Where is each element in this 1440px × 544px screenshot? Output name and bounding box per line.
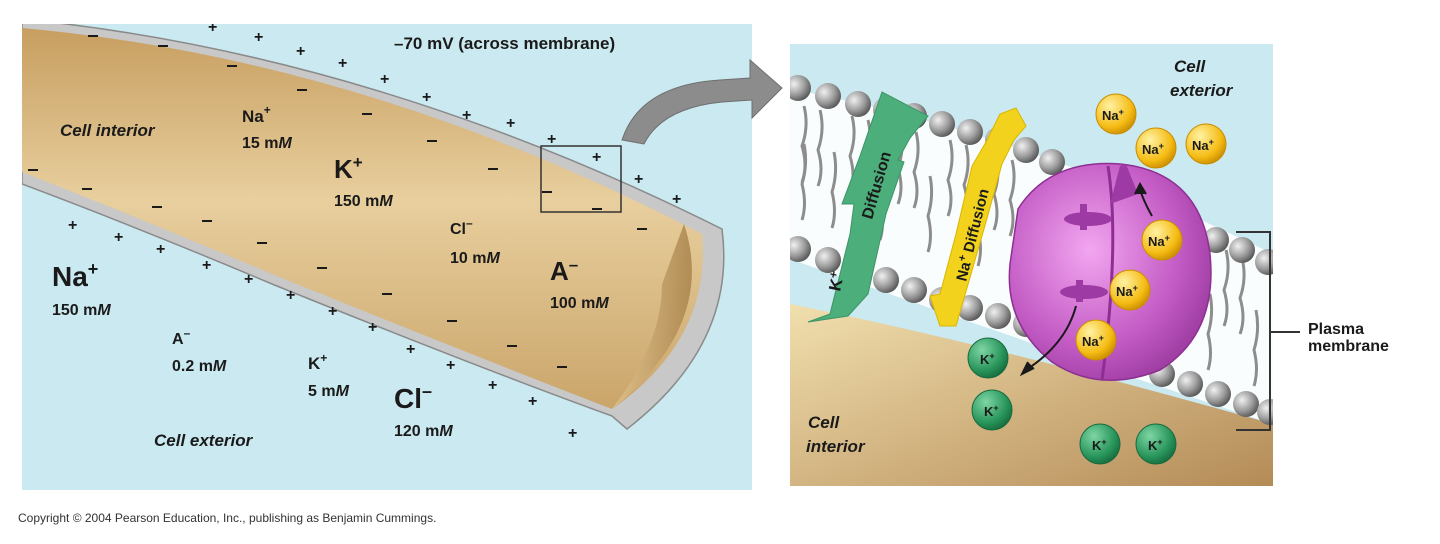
svg-text:+: + [488, 377, 497, 394]
plasma-membrane-label: Plasma membrane [1308, 321, 1389, 355]
svg-text:Cl–: Cl– [450, 216, 473, 238]
k-ion-4: K+ [1135, 423, 1177, 465]
svg-text:K+: K+ [334, 153, 363, 184]
axon-diagram: + + + + + + + + + + + + + + + + + + + + + + + + + –70 mV… [22, 24, 752, 490]
zoom-arrow [621, 58, 783, 145]
outside-cl: Cl– 120 mM [394, 381, 453, 440]
sodium-potassium-pump [1008, 162, 1212, 381]
svg-text:K+: K+ [823, 270, 848, 293]
cell-exterior-label-1: Cell [1174, 57, 1206, 76]
svg-text:+: + [634, 171, 643, 188]
pump-arrows [1019, 181, 1153, 377]
svg-text:K+: K+ [308, 351, 327, 373]
svg-text:0.2 mM: 0.2 mM [172, 358, 227, 375]
outside-a: A– 0.2 mM [172, 326, 227, 375]
svg-text:+: + [672, 191, 681, 208]
cell-exterior-label-2: exterior [1170, 81, 1234, 100]
svg-text:+: + [254, 29, 263, 46]
membrane-potential-label: –70 mV (across membrane) [394, 34, 615, 53]
svg-text:+: + [368, 319, 377, 336]
cell-interior-label-2: interior [806, 437, 866, 456]
na-ion-exterior-2: Na+ [1135, 127, 1177, 169]
na-ion-exterior-1: Na+ [1095, 93, 1137, 135]
svg-text:Cl–: Cl– [394, 381, 432, 414]
na-diffusion-arrow: Na+Diffusion [929, 107, 1027, 327]
svg-text:+: + [208, 24, 217, 36]
svg-text:+: + [446, 357, 455, 374]
svg-text:10 mM: 10 mM [450, 250, 500, 267]
svg-text:Na+: Na+ [242, 103, 271, 126]
plasma-membrane-bracket [1236, 231, 1300, 431]
svg-text:+: + [156, 241, 165, 258]
na-ion-bound-2: Na+ [1109, 269, 1151, 311]
svg-text:100 mM: 100 mM [550, 295, 609, 312]
svg-text:+: + [202, 257, 211, 274]
outside-na: Na+ 150 mM [52, 259, 111, 319]
k-ion-1: K+ [967, 337, 1009, 379]
svg-text:+: + [338, 55, 347, 72]
svg-text:5 mM: 5 mM [308, 383, 350, 400]
svg-text:+: + [296, 43, 305, 60]
svg-text:+: + [568, 425, 577, 442]
inside-k: K+ 150 mM [334, 153, 393, 210]
inside-cl: Cl– 10 mM [450, 216, 500, 267]
cell-interior-label-1: Cell [808, 413, 840, 432]
svg-text:150 mM: 150 mM [52, 302, 111, 319]
svg-text:150 mM: 150 mM [334, 193, 393, 210]
svg-text:Na+: Na+ [1192, 137, 1214, 153]
svg-text:K+: K+ [1092, 437, 1107, 453]
svg-text:120 mM: 120 mM [394, 423, 453, 440]
svg-text:+: + [406, 341, 415, 358]
svg-text:K+: K+ [1148, 437, 1163, 453]
k-ion-2: K+ [971, 389, 1013, 431]
svg-text:+: + [114, 229, 123, 246]
negative-charges [28, 35, 647, 368]
svg-text:+: + [462, 107, 471, 124]
positive-charges: + + + + + + + + + + + + + + + + + + + + + + + + + [68, 24, 681, 442]
svg-text:Na+: Na+ [1116, 283, 1138, 299]
svg-text:Na+: Na+ [1082, 333, 1104, 349]
svg-text:K+: K+ [980, 351, 995, 367]
svg-text:A–: A– [172, 326, 191, 348]
cell-interior-label: Cell interior [60, 121, 156, 140]
na-ion-bound-3: Na+ [1075, 319, 1117, 361]
axon-cut-end [612, 224, 692, 409]
svg-text:+: + [286, 287, 295, 304]
na-ion-exterior-3: Na+ [1185, 123, 1227, 165]
svg-text:+: + [244, 271, 253, 288]
svg-text:+: + [422, 89, 431, 106]
na-ion-bound-1: Na+ [1141, 219, 1183, 261]
svg-text:A–: A– [550, 255, 578, 286]
cell-exterior-label: Cell exterior [154, 431, 254, 450]
svg-text:Na+: Na+ [1148, 233, 1170, 249]
inside-na: Na+ 15 mM [242, 103, 292, 152]
svg-text:+: + [506, 115, 515, 132]
svg-text:Na+: Na+ [1142, 141, 1164, 157]
axoplasm [22, 28, 703, 409]
inside-a: A– 100 mM [550, 255, 609, 312]
svg-text:+: + [328, 303, 337, 320]
membrane-closeup: K+ Diffusion Na+Diffusion Na+ Na+ Na+ [790, 44, 1273, 486]
svg-text:+: + [528, 393, 537, 410]
svg-text:+: + [592, 149, 601, 166]
copyright-notice: Copyright © 2004 Pearson Education, Inc.… [18, 511, 437, 525]
membrane-closeup-panel: K+ Diffusion Na+Diffusion Na+ Na+ Na+ [790, 44, 1273, 486]
svg-text:15 mM: 15 mM [242, 135, 292, 152]
outside-k: K+ 5 mM [308, 351, 350, 400]
svg-text:+: + [547, 131, 556, 148]
svg-text:+: + [380, 71, 389, 88]
axon-panel: + + + + + + + + + + + + + + + + + + + + + + + + + –70 mV… [22, 24, 752, 490]
zoom-box [540, 145, 622, 213]
k-ion-3: K+ [1079, 423, 1121, 465]
svg-text:Na+: Na+ [1102, 107, 1124, 123]
svg-text:+: + [68, 217, 77, 234]
svg-text:K+: K+ [984, 403, 999, 419]
svg-text:Na+: Na+ [52, 259, 98, 292]
